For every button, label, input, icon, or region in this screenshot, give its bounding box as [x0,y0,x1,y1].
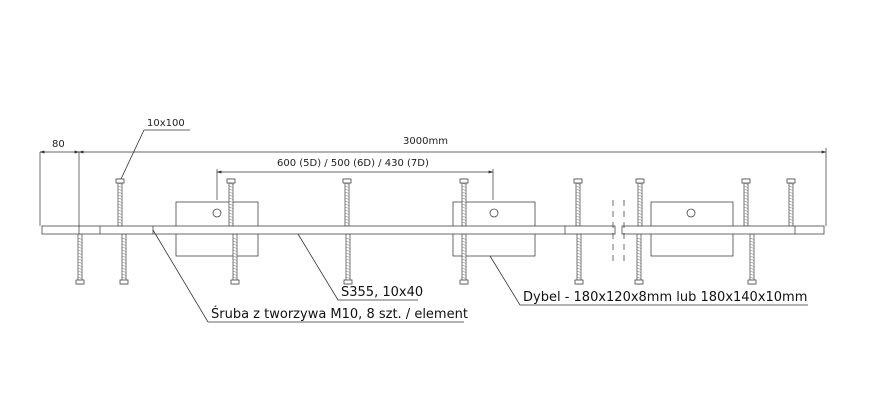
threaded-bolt [343,233,353,285]
threaded-bolt [119,233,129,285]
threaded-bolt [573,178,583,227]
overhang-dimension: 80 [39,139,80,226]
threaded-bolt [741,178,751,227]
dowel-label: Dybel - 180x120x8mm lub 180x140x10mm [523,290,807,305]
dowel-hole [489,208,499,218]
overhang-label: 80 [52,139,65,150]
plastic-bolt-callout: Śruba z tworzywa M10, 8 szt. / element [152,229,468,323]
threaded-bolt [230,233,240,285]
dowel-spacing-dimension: 600 (5D) / 500 (6D) / 430 (7D) [216,158,494,200]
total-length-dimension: 3000mm [78,136,827,226]
steel-bar-right [621,225,825,235]
steel-bar-left [41,225,616,235]
bolt-section-leader: 10x100 [120,118,190,180]
dowel-spacing-label: 600 (5D) / 500 (6D) / 430 (7D) [277,158,429,169]
bolt-section-label: 10x100 [147,118,185,129]
threaded-bolt [635,178,645,227]
threaded-bolt [786,178,796,227]
plastic-bolt-label: Śruba z tworzywa M10, 8 szt. / element [211,306,468,322]
steel-bar-label: S355, 10x40 [341,285,423,300]
steel-bars [41,225,825,235]
dowel-hole [686,208,696,218]
threaded-bolt [747,233,757,285]
threaded-bolt [115,178,125,227]
threaded-bolt [75,233,85,285]
steel-bar-callout: S355, 10x40 [297,233,423,301]
total-length-label: 3000mm [403,136,448,147]
dowel-hole [212,208,222,218]
threaded-bolt [634,233,644,285]
threaded-bolt [226,178,236,227]
dowel-callout: Dybel - 180x120x8mm lub 180x140x10mm [489,255,808,306]
threaded-bolt [574,233,584,285]
threaded-bolt [342,178,352,227]
